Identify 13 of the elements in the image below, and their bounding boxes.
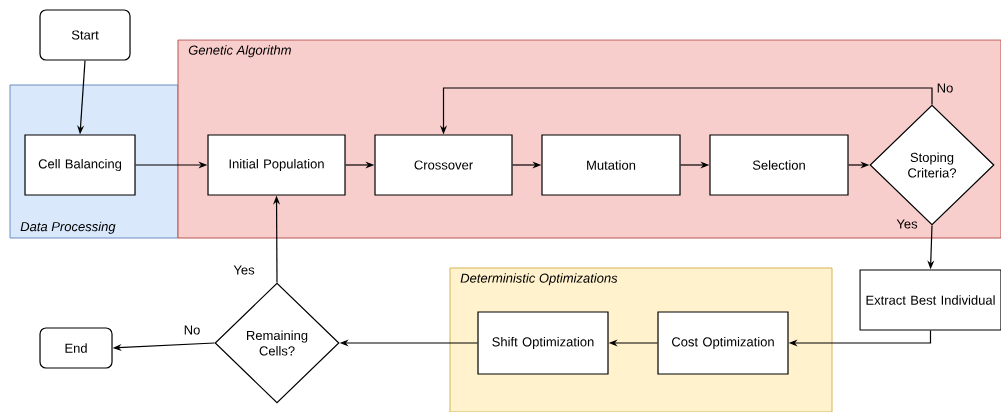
terminal-box: End (39, 327, 113, 369)
process-box: Extract Best Individual (859, 269, 1001, 331)
process-box: Cost Optimization (657, 311, 789, 375)
process-box: Initial Population (207, 134, 346, 196)
process-box: Crossover (374, 134, 513, 196)
process-box: Shift Optimization (477, 311, 609, 375)
process-box: Cell Balancing (24, 134, 136, 196)
process-box: Mutation (541, 134, 681, 196)
process-box: Selection (709, 134, 849, 196)
edge-label: No (182, 324, 202, 336)
edge-label: Yes (232, 264, 256, 276)
edge-label: No (935, 82, 955, 94)
terminal-box: Start (39, 9, 131, 61)
